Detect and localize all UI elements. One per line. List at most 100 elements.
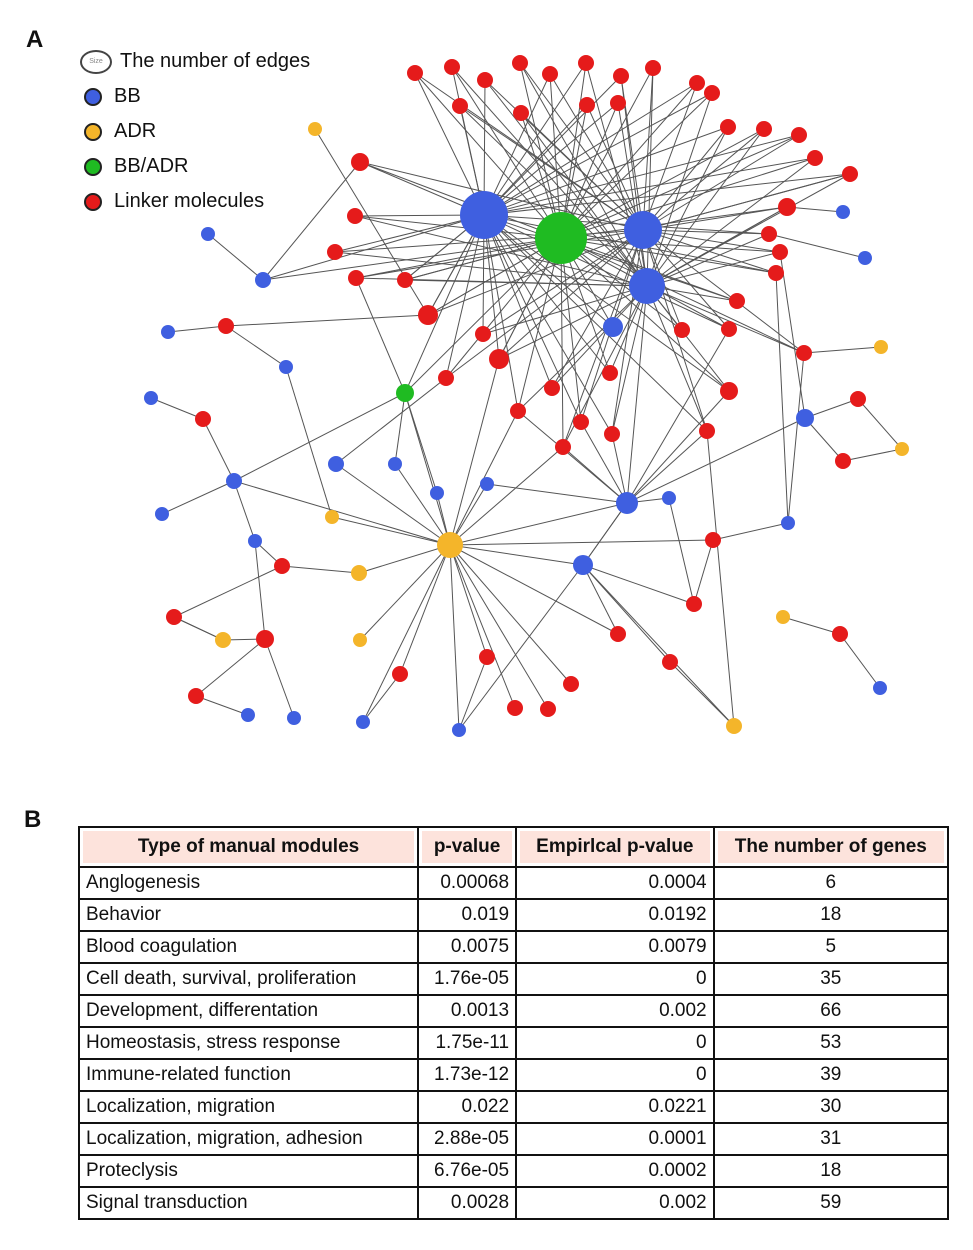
network-edge <box>483 214 730 330</box>
bb-node <box>430 486 444 500</box>
linker-node <box>418 305 438 325</box>
network-edge <box>458 656 488 731</box>
adr-node <box>325 510 339 524</box>
network-edge <box>712 522 789 541</box>
network-edge <box>560 92 713 239</box>
bb-adr-dot-icon <box>84 157 102 176</box>
network-edge <box>404 279 648 287</box>
bb-node <box>255 272 271 288</box>
network-edge <box>560 128 765 239</box>
network-edge <box>786 206 844 213</box>
linker-node <box>791 127 807 143</box>
network-edge <box>706 430 735 727</box>
adr-node <box>351 565 367 581</box>
network-edge <box>520 112 644 231</box>
adr-node <box>437 532 463 558</box>
network-edge <box>483 214 730 392</box>
linker-node <box>796 345 812 361</box>
network-edge <box>483 214 738 302</box>
network-edge <box>626 285 648 504</box>
linker-dot-icon <box>84 192 102 211</box>
p-value: 0.022 <box>417 1090 518 1124</box>
network-edge <box>517 237 562 412</box>
network-edge <box>842 448 903 462</box>
network-edge <box>449 446 564 546</box>
network-edge <box>642 67 654 231</box>
adr-node <box>215 632 231 648</box>
linker-node <box>407 65 423 81</box>
network-edge <box>167 325 227 333</box>
network-edge <box>254 540 266 640</box>
network-edge <box>642 82 698 231</box>
network-edge <box>285 366 333 518</box>
linker-node <box>610 626 626 642</box>
bb-node <box>452 723 466 737</box>
linker-node <box>613 68 629 84</box>
network-edge <box>394 392 406 465</box>
panel-a-label: A <box>26 26 44 53</box>
linker-node <box>604 426 620 442</box>
network-edge <box>359 161 644 231</box>
network-edge <box>449 544 572 685</box>
network-edge <box>459 105 648 287</box>
network-edge <box>646 285 730 392</box>
network-edge <box>549 73 562 239</box>
network-edge <box>669 661 735 727</box>
network-edge <box>779 251 806 419</box>
network-edge <box>225 325 287 368</box>
network-edge <box>458 564 584 731</box>
network-edge <box>560 237 730 392</box>
network-edge <box>483 104 588 216</box>
linker-node <box>555 439 571 455</box>
network-edge <box>362 673 401 723</box>
network-edge <box>451 66 562 239</box>
linker-node <box>720 382 738 400</box>
bb-node <box>873 681 887 695</box>
network-edge <box>483 126 729 216</box>
network-edge <box>449 502 628 546</box>
module-name: Signal transduction <box>77 1186 420 1220</box>
network-edge <box>857 398 903 450</box>
network-edge <box>483 102 619 216</box>
network-edge <box>483 82 698 216</box>
network-edge <box>355 237 562 279</box>
network-edge <box>150 397 204 420</box>
network-edge <box>646 251 781 287</box>
network-edge <box>549 73 644 231</box>
network-edge <box>335 463 451 546</box>
linker-node <box>832 626 848 642</box>
network-edge <box>642 206 788 231</box>
network-edge <box>646 285 708 432</box>
network-edge <box>359 544 451 641</box>
p-value: 0.0075 <box>417 930 518 964</box>
network-edge <box>839 633 881 689</box>
linker-node <box>540 701 556 717</box>
network-edge <box>560 237 582 423</box>
network-edge <box>195 695 249 716</box>
network-edge <box>519 62 644 231</box>
empirical-p-value: 0 <box>515 1026 715 1060</box>
adr-node <box>308 122 322 136</box>
bb-node <box>603 317 623 337</box>
network-edge <box>626 430 708 504</box>
linker-node <box>327 244 343 260</box>
p-value: 6.76e-05 <box>417 1154 518 1188</box>
network-edge <box>483 214 582 423</box>
linker-node <box>347 208 363 224</box>
network-edge <box>362 544 451 723</box>
bb-node <box>796 409 814 427</box>
p-value: 1.73e-12 <box>417 1058 518 1092</box>
linker-node <box>542 66 558 82</box>
bb-node <box>248 534 262 548</box>
linker-node <box>689 75 705 91</box>
network-edge <box>233 480 451 546</box>
network-edge <box>642 128 765 231</box>
bb-node <box>460 191 508 239</box>
network-edge <box>449 358 500 546</box>
network-edge <box>414 72 485 216</box>
network-edge <box>404 237 562 394</box>
module-name: Proteclysis <box>77 1154 420 1188</box>
p-value: 2.88e-05 <box>417 1122 518 1156</box>
module-name: Anglogenesis <box>77 866 420 900</box>
